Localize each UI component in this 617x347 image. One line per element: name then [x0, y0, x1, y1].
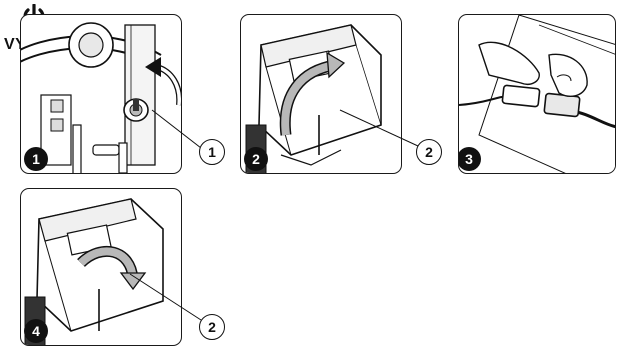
step-badge-2: 2: [244, 147, 268, 171]
callout-1-key-switch: 1: [199, 139, 225, 165]
callout-2-housing-step4: 2: [199, 314, 225, 340]
callout-2-housing: 2: [416, 139, 442, 165]
step-2-illustration: [241, 15, 402, 174]
step-badge-4: 4: [24, 319, 48, 343]
step-4-panel: 4: [20, 188, 182, 346]
step-3-panel: 3: [458, 14, 616, 174]
step-badge-3: 3: [458, 147, 481, 171]
step-1-panel: 1: [20, 14, 182, 174]
step-2-panel: 2: [240, 14, 402, 174]
step-1-illustration: [21, 15, 182, 174]
step-3-illustration: [459, 15, 616, 174]
step-badge-1: 1: [24, 147, 48, 171]
